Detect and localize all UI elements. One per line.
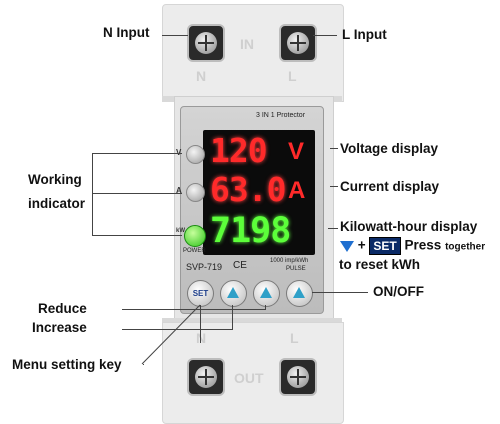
- n-output-terminal[interactable]: [187, 358, 225, 396]
- l-input-label: L Input: [342, 27, 387, 42]
- leader-increase: [122, 329, 232, 330]
- kwh-indicator-led: [184, 225, 206, 247]
- leader-reduce-drop: [265, 305, 266, 310]
- set-badge: SET: [369, 237, 401, 255]
- screw-icon: [195, 32, 217, 54]
- voltage-indicator-led: [186, 145, 205, 164]
- row-letter-kwh: kW: [176, 228, 185, 234]
- pulse-info: 1000 imp/kWh: [270, 258, 309, 264]
- current-display-label: Current display: [340, 179, 440, 194]
- row-letter-v: V: [176, 148, 181, 157]
- engraving-in: IN: [240, 36, 254, 52]
- on-off-label: ON/OFF: [373, 284, 424, 299]
- on-off-button[interactable]: [286, 280, 313, 307]
- engraving-n-top: N: [196, 68, 207, 84]
- screw-icon: [287, 32, 309, 54]
- leader-on-off: [312, 292, 368, 293]
- current-indicator-led: [186, 183, 205, 202]
- leader-working-kwh: [92, 235, 182, 236]
- screw-icon: [195, 366, 217, 388]
- working-label: Working: [28, 172, 82, 187]
- ce-mark: CE: [233, 260, 247, 271]
- increase-button[interactable]: [220, 280, 247, 307]
- leader-n-input: [162, 35, 188, 36]
- up-arrow-icon: [260, 287, 272, 298]
- increase-label: Increase: [32, 320, 87, 335]
- power-label: POWER: [183, 248, 206, 254]
- screw-icon: [287, 366, 309, 388]
- leader-working-bracket: [92, 153, 93, 235]
- leader-kwh: [328, 228, 338, 229]
- leader-working-v: [92, 153, 182, 154]
- set-button-label: SET: [192, 289, 209, 298]
- pulse-label: PULSE: [286, 266, 306, 272]
- leader-menu-drop: [200, 305, 201, 343]
- reduce-label: Reduce: [38, 301, 87, 316]
- up-arrow-icon: [293, 287, 305, 298]
- n-input-terminal[interactable]: [187, 24, 225, 62]
- engraving-l-bottom: L: [290, 330, 299, 346]
- leader-current: [330, 186, 338, 187]
- press-text: Press: [404, 237, 442, 253]
- leader-increase-drop: [232, 305, 233, 330]
- voltage-display-label: Voltage display: [340, 141, 439, 156]
- set-button[interactable]: SET: [187, 280, 214, 307]
- plus-sign: +: [357, 237, 366, 253]
- leader-working-a: [92, 193, 182, 194]
- leader-l-input: [313, 35, 337, 36]
- l-input-terminal[interactable]: [279, 24, 317, 62]
- led-display: [203, 130, 315, 255]
- engraving-n-bottom: N: [196, 330, 207, 346]
- leader-reduce: [122, 309, 266, 310]
- current-unit: A: [288, 177, 306, 204]
- engraving-l-top: L: [288, 68, 297, 84]
- kwh-display-label: Kilowatt-hour display: [340, 219, 478, 234]
- leader-menu-diagonal: [141, 304, 201, 365]
- down-arrow-icon: [340, 240, 354, 252]
- current-readout: 63.0: [210, 170, 286, 209]
- reset-instruction: + SET Press together: [340, 237, 485, 255]
- menu-setting-key-label: Menu setting key: [12, 357, 122, 372]
- leader-voltage: [330, 148, 338, 149]
- panel-title: 3 IN 1 Protector: [256, 112, 306, 119]
- voltage-readout: 120: [210, 131, 268, 170]
- row-letter-a: A: [176, 186, 182, 195]
- voltage-unit: V: [288, 138, 305, 165]
- l-output-terminal[interactable]: [279, 358, 317, 396]
- up-arrow-icon: [227, 287, 239, 298]
- together-text: together: [445, 241, 486, 253]
- engraving-out: OUT: [234, 370, 264, 386]
- kwh-readout: 7198: [210, 211, 291, 251]
- housing-ridge-bottom: [162, 318, 342, 324]
- n-input-label: N Input: [103, 25, 150, 40]
- reduce-button[interactable]: [253, 280, 280, 307]
- reset-kwh-label: to reset kWh: [339, 257, 421, 272]
- leader-menu-stub: [143, 364, 144, 365]
- indicator-label: indicator: [28, 196, 86, 211]
- model-label: SVP-719: [186, 262, 223, 272]
